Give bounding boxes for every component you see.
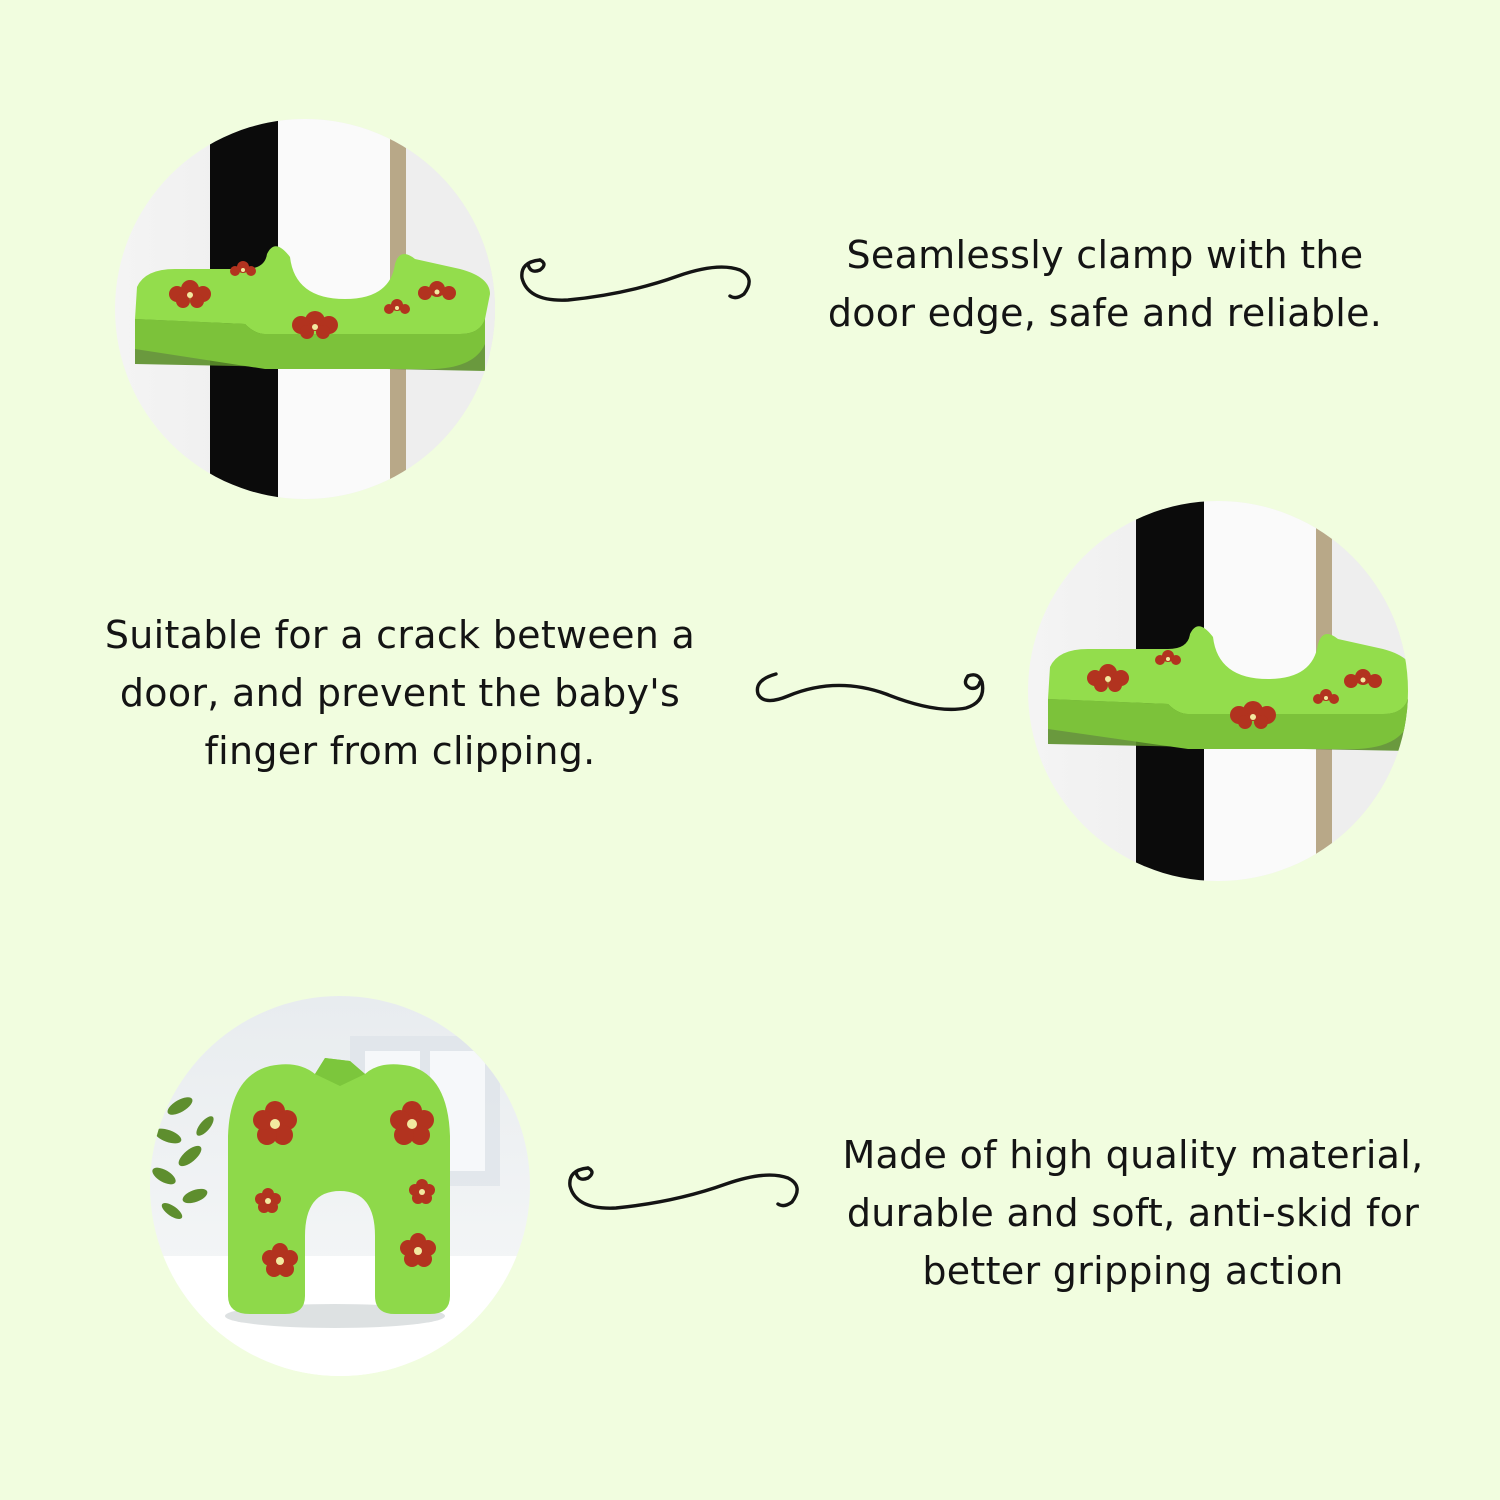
foam-door-stopper-photo-icon bbox=[150, 996, 530, 1376]
feature-1-line-2: door edge, safe and reliable. bbox=[827, 291, 1383, 335]
feature-3-photo bbox=[150, 996, 530, 1376]
feature-2-text: Suitable for a crack between a door, and… bbox=[80, 606, 720, 780]
feature-3-text: Made of high quality material, durable a… bbox=[818, 1126, 1448, 1300]
feature-2-photo bbox=[1028, 501, 1408, 881]
door-clamp-photo-icon bbox=[115, 119, 495, 499]
feature-3-curly-arrow-icon bbox=[568, 1166, 799, 1210]
feature-1-line-1: Seamlessly clamp with the bbox=[846, 233, 1364, 277]
feature-1-text: Seamlessly clamp with the door edge, saf… bbox=[800, 226, 1410, 342]
feature-3-line-1: Made of high quality material, bbox=[842, 1133, 1424, 1177]
feature-1-photo bbox=[115, 119, 495, 499]
feature-2-line-3: finger from clipping. bbox=[204, 729, 596, 773]
feature-3-line-2: durable and soft, anti-skid for bbox=[846, 1191, 1420, 1235]
feature-2-line-1: Suitable for a crack between a bbox=[104, 613, 696, 657]
feature-1-curly-arrow-icon bbox=[520, 258, 751, 302]
feature-2-line-2: door, and prevent the baby's bbox=[119, 671, 681, 715]
feature-2-curly-arrow-icon bbox=[755, 672, 985, 712]
door-clamp-photo-icon bbox=[1028, 501, 1408, 881]
feature-3-line-3: better gripping action bbox=[922, 1249, 1344, 1293]
